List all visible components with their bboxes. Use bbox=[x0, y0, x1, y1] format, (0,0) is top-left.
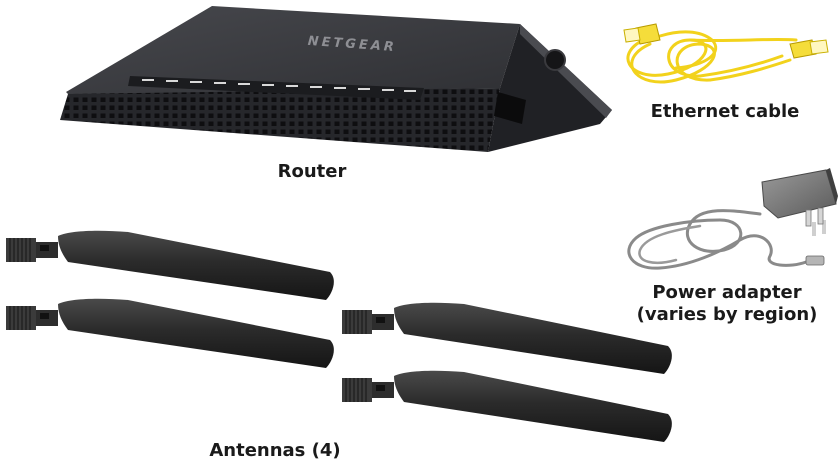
power-adapter-label: Power adapter (varies by region) bbox=[637, 282, 818, 326]
router-power-button bbox=[544, 49, 566, 71]
antenna-2 bbox=[6, 298, 334, 368]
power-adapter-image bbox=[627, 168, 838, 270]
router-image: NETGEAR bbox=[60, 6, 612, 152]
power-cord bbox=[627, 209, 808, 270]
adapter-plug-body bbox=[761, 169, 837, 219]
antennas-label: Antennas (4) bbox=[209, 440, 341, 461]
router-side-port bbox=[494, 92, 526, 124]
router-label: Router bbox=[277, 161, 347, 182]
router-led-row bbox=[142, 79, 416, 92]
ethernet-cable-label: Ethernet cable bbox=[650, 101, 800, 122]
dc-plug-tip bbox=[805, 255, 825, 266]
router-brand-logo: NETGEAR bbox=[307, 34, 397, 55]
ethernet-cable-image bbox=[626, 30, 798, 84]
power-adapter-label-line2: (varies by region) bbox=[636, 304, 818, 325]
router-top-surface bbox=[66, 6, 520, 96]
antenna-3 bbox=[342, 302, 672, 374]
power-adapter-label-line1: Power adapter bbox=[652, 282, 802, 303]
adapter-prongs bbox=[805, 207, 824, 227]
ethernet-connector-icon bbox=[623, 23, 829, 59]
antenna-4 bbox=[342, 370, 672, 442]
router-front-panel bbox=[60, 88, 500, 152]
antenna-1 bbox=[6, 230, 334, 300]
